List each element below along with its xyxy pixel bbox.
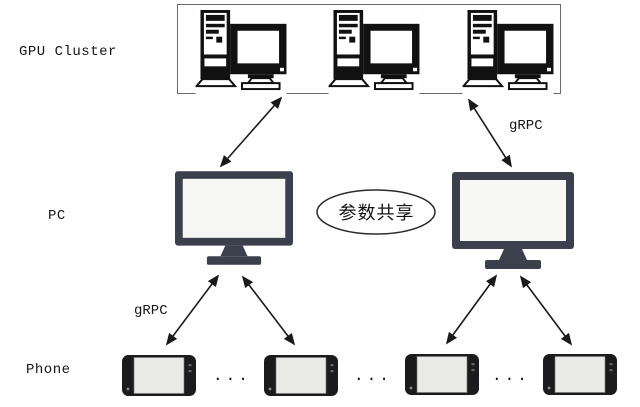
cluster-computer-2-icon xyxy=(328,9,420,94)
edge-pc-right-to-phone-4 xyxy=(519,275,573,346)
edge-cluster-to-pc-right xyxy=(468,98,512,168)
parameter-sharing-label: 参数共享 xyxy=(338,203,415,224)
phones-ellipsis-2: ... xyxy=(354,367,392,385)
phone-3-icon xyxy=(405,354,479,395)
phone-label: Phone xyxy=(26,362,71,378)
edge-pc-right-to-phone-3 xyxy=(445,274,498,345)
phone-2-icon xyxy=(264,355,338,396)
gpu-cluster-label: GPU Cluster xyxy=(19,44,117,60)
pc-label: PC xyxy=(48,208,66,224)
cluster-computer-3-icon xyxy=(462,9,554,94)
edge-pc-left-to-phone-2 xyxy=(241,275,296,346)
edge-pc-left-to-phone-1 xyxy=(165,274,220,346)
pc-monitor-right-icon xyxy=(452,172,574,269)
phone-1-icon xyxy=(122,355,196,396)
grpc-label-top: gRPC xyxy=(509,118,543,134)
phones-ellipsis-1: ... xyxy=(213,367,251,385)
grpc-label-bottom: gRPC xyxy=(134,303,168,319)
cluster-computer-1-icon xyxy=(195,9,287,94)
phones-ellipsis-3: ... xyxy=(492,367,530,385)
phone-4-icon xyxy=(543,354,617,395)
edge-cluster-to-pc-left xyxy=(219,96,283,168)
pc-monitor-left-icon xyxy=(175,171,293,265)
